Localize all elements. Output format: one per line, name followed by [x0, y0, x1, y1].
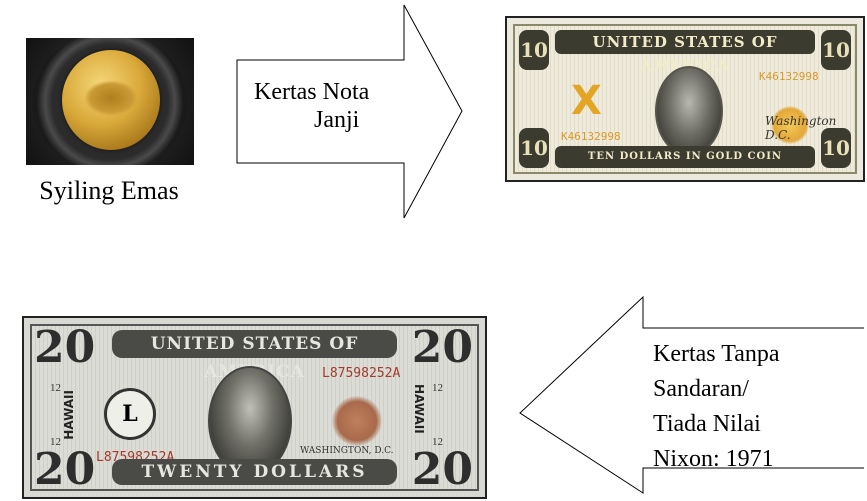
right-arrow-label: Kertas Nota Janji	[254, 78, 404, 134]
small-denomination: 12	[50, 436, 61, 448]
note-corner-denomination: 20	[412, 322, 473, 373]
left-arrow-line4: Nixon: 1971	[653, 442, 863, 477]
portrait	[655, 66, 723, 156]
treasury-seal	[332, 396, 382, 446]
note-corner-denomination: 20	[34, 322, 95, 373]
hawaii-overprint: HAWAII	[412, 384, 426, 434]
left-arrow-label: Kertas Tanpa Sandaran/ Tiada Nilai Nixon…	[653, 337, 863, 477]
note-serial: K46132998	[561, 130, 621, 143]
gold-certificate-note: UNITED STATES OF AMERICA 10 10 10 10 X K…	[505, 16, 865, 182]
note-title-band: UNITED STATES OF AMERICA	[112, 330, 397, 358]
gold-x-emblem: X	[571, 78, 602, 124]
hawaii-overprint: HAWAII	[62, 390, 76, 440]
small-denomination: 12	[432, 436, 443, 448]
right-arrow-line2: Janji	[254, 106, 404, 134]
note-city: Washington D.C.	[765, 114, 855, 142]
note-footer: TWENTY DOLLARS	[112, 459, 397, 485]
left-arrow-line2: Sandaran/	[653, 372, 863, 407]
note-serial: L87598252A	[322, 366, 400, 381]
note-corner-denomination: 20	[412, 444, 473, 495]
note-inner-frame: 20 20 20 20 UNITED STATES OF AMERICA HAW…	[30, 324, 479, 491]
hawaii-twenty-note: 20 20 20 20 UNITED STATES OF AMERICA HAW…	[22, 316, 487, 499]
note-footer-band: TEN DOLLARS IN GOLD COIN	[555, 146, 815, 168]
small-denomination: 12	[432, 382, 443, 394]
district-seal: L	[104, 388, 156, 440]
small-denomination: 12	[50, 382, 61, 394]
left-arrow-line1: Kertas Tanpa	[653, 337, 863, 372]
note-corner-denomination: 20	[34, 444, 95, 495]
note-inner-frame: UNITED STATES OF AMERICA 10 10 10 10 X K…	[513, 24, 857, 174]
note-city: WASHINGTON, D.C.	[300, 446, 394, 456]
left-arrow-line3: Tiada Nilai	[653, 407, 863, 442]
right-arrow-line1: Kertas Nota	[254, 79, 369, 105]
note-serial: K46132998	[759, 70, 819, 83]
note-corner-denomination: 10	[519, 128, 549, 168]
note-footer: TEN DOLLARS IN GOLD COIN	[555, 146, 815, 168]
note-footer-band: TWENTY DOLLARS	[112, 459, 397, 485]
note-corner-denomination: 10	[519, 30, 549, 70]
note-title-band: UNITED STATES OF AMERICA	[555, 30, 815, 54]
note-corner-denomination: 10	[821, 30, 851, 70]
